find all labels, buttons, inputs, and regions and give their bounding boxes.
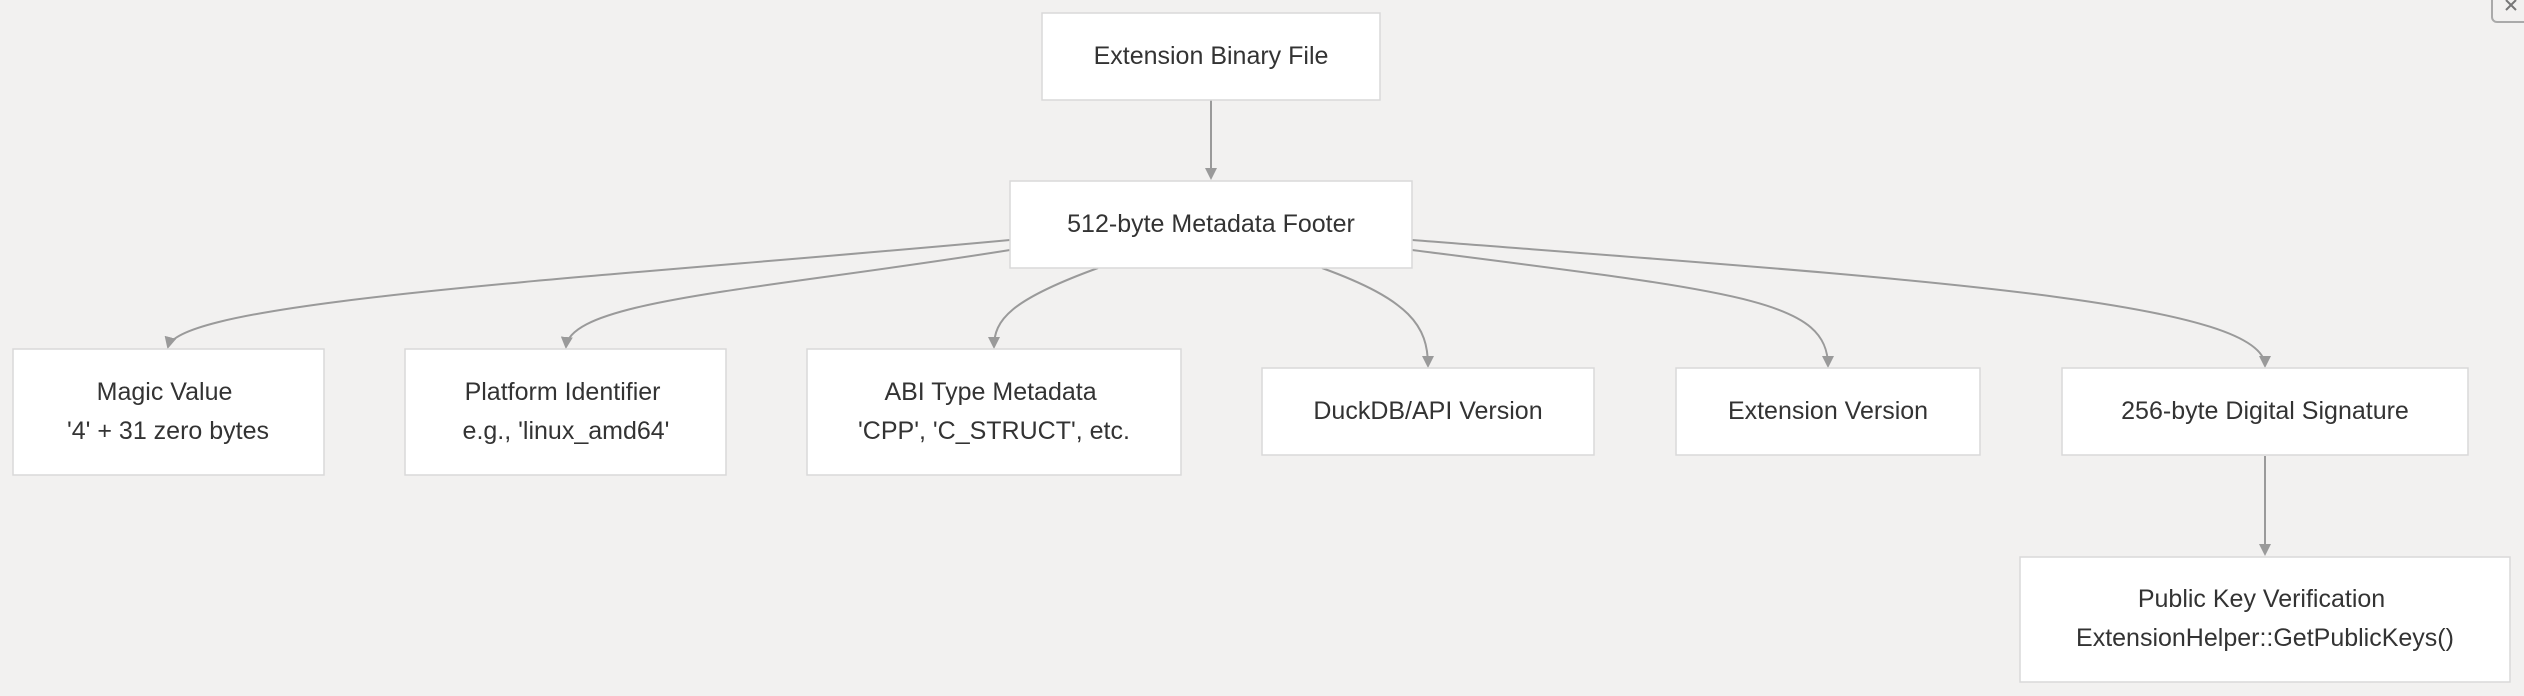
node-label-line: Public Key Verification: [2138, 585, 2385, 613]
node-label-line: Extension Binary File: [1094, 42, 1329, 70]
edge-footer-to-sig: [1411, 239, 2271, 368]
node-label: Platform Identifier e.g., 'linux_amd64': [463, 378, 670, 445]
node-label-line: Platform Identifier: [465, 378, 661, 406]
node-label: Extension Version: [1728, 397, 1928, 425]
node-label: 512-byte Metadata Footer: [1067, 210, 1355, 238]
node-extension-version: Extension Version: [1675, 367, 1981, 456]
node-label-line: e.g., 'linux_amd64': [463, 417, 670, 445]
node-label: ABI Type Metadata 'CPP', 'C_STRUCT', etc…: [858, 378, 1130, 445]
close-icon[interactable]: [2491, 0, 2524, 23]
node-platform-identifier: Platform Identifier e.g., 'linux_amd64': [404, 348, 727, 476]
node-label-line: 256-byte Digital Signature: [2121, 397, 2409, 425]
node-label-line: Magic Value: [97, 378, 233, 406]
node-label: 256-byte Digital Signature: [2121, 397, 2409, 425]
node-label-line: Extension Version: [1728, 397, 1928, 425]
node-abi-type-metadata: ABI Type Metadata 'CPP', 'C_STRUCT', etc…: [806, 348, 1182, 476]
node-label: DuckDB/API Version: [1313, 397, 1542, 425]
node-label-line: ABI Type Metadata: [884, 378, 1096, 406]
node-label-line: DuckDB/API Version: [1313, 397, 1542, 425]
node-label: Magic Value '4' + 31 zero bytes: [67, 378, 269, 445]
edge-footer-to-abi: [988, 267, 1099, 349]
nodes-layer: Extension Binary File 512-byte Metadata …: [12, 12, 2511, 683]
edge-footer-to-extver: [1411, 249, 1834, 368]
node-label: Public Key Verification ExtensionHelper:…: [2076, 585, 2454, 652]
node-digital-signature: 256-byte Digital Signature: [2061, 367, 2469, 456]
node-label: Extension Binary File: [1094, 42, 1329, 70]
node-label-line: 'CPP', 'C_STRUCT', etc.: [858, 417, 1130, 445]
edge-footer-to-duckdb: [1321, 267, 1434, 368]
node-label-line: ExtensionHelper::GetPublicKeys(): [2076, 624, 2454, 652]
node-duckdb-api-version: DuckDB/API Version: [1261, 367, 1595, 456]
node-metadata-footer: 512-byte Metadata Footer: [1009, 180, 1413, 269]
node-magic-value: Magic Value '4' + 31 zero bytes: [12, 348, 325, 476]
node-public-key-verification: Public Key Verification ExtensionHelper:…: [2019, 556, 2511, 683]
edge-footer-to-magic: [164, 239, 1011, 349]
node-label-line: '4' + 31 zero bytes: [67, 417, 269, 445]
node-extension-binary-file: Extension Binary File: [1041, 12, 1381, 101]
node-label-line: 512-byte Metadata Footer: [1067, 210, 1355, 238]
edges-layer: [164, 100, 2271, 556]
edge-footer-to-platform: [560, 249, 1011, 349]
